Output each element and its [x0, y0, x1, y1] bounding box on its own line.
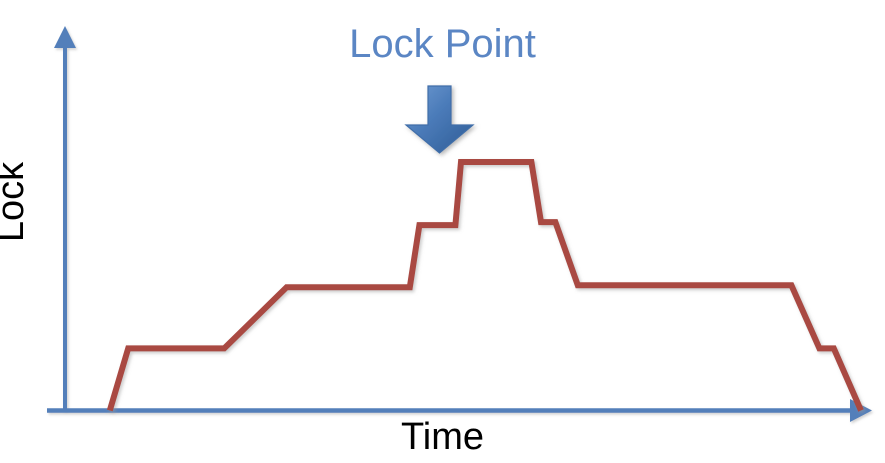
y-axis: [54, 26, 76, 411]
lock-level-series-line: [106, 159, 864, 412]
down-arrow-icon: [404, 85, 475, 154]
y-axis-label: Lock: [0, 161, 32, 243]
lock-point-annotation-label: Lock Point: [349, 22, 536, 66]
y-axis-arrowhead-icon: [54, 26, 76, 48]
x-axis-label: Time: [400, 416, 485, 458]
